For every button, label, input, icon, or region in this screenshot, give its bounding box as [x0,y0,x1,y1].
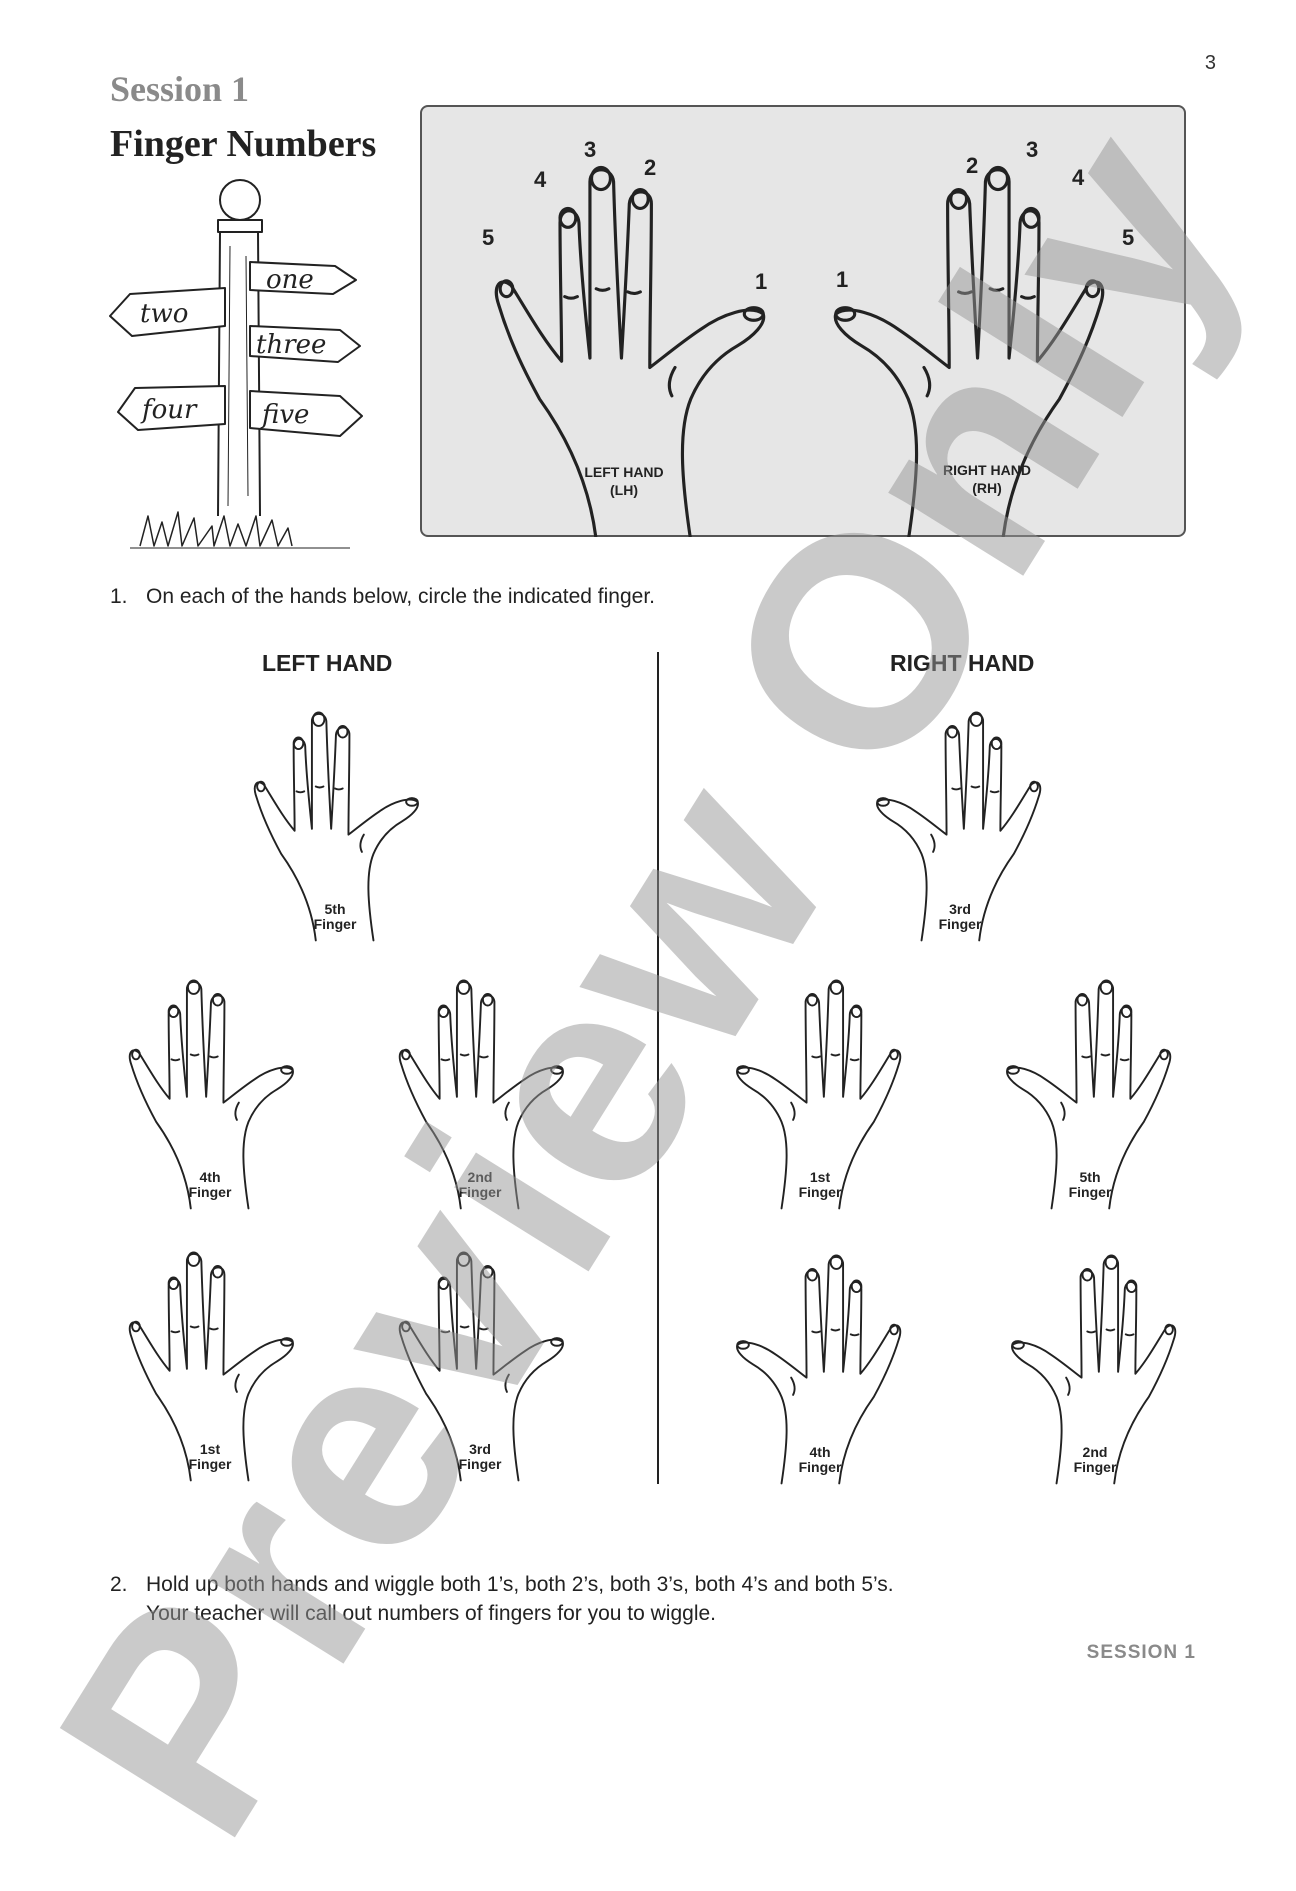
lh-finger-3-number: 3 [584,137,597,162]
page-number: 3 [1204,52,1216,74]
question-1: 1.On each of the hands below, circle the… [110,585,655,608]
rh-finger-3-number: 3 [1026,137,1039,162]
rh-finger-1-number: 1 [836,267,849,292]
left-hand-heading: LEFT HAND [262,650,393,676]
lh-finger-5-number: 5 [482,225,495,250]
lh-finger-4-number: 4 [534,167,547,192]
lh-finger-1-number: 1 [755,269,768,294]
sign-four: four [140,395,198,425]
sign-one: one [266,265,314,295]
footer-session-label: SESSION 1 [1086,1642,1196,1663]
column-divider [657,652,659,1484]
question-2: 2.Hold up both hands and wiggle both 1’s… [110,1573,894,1625]
signpost-illustration: one two three four five [109,179,363,549]
lh-finger-2-number: 2 [644,155,657,180]
reference-left-hand-label: LEFT HAND (LH) [584,464,664,498]
rh-finger-4-number: 4 [1072,165,1085,190]
rh-finger-5-number: 5 [1122,225,1135,250]
rh-finger-2-number: 2 [966,153,979,178]
sign-two: two [140,299,188,329]
reference-box: 5 4 3 2 1 LEFT HAND (LH) 1 2 3 4 5 RIGHT… [420,105,1186,537]
session-title: Session 1 [110,69,250,109]
page-title: Finger Numbers [110,123,377,165]
sign-three: three [256,330,326,360]
reference-right-hand-label: RIGHT HAND (RH) [943,462,1031,496]
right-hand-heading: RIGHT HAND [890,650,1035,676]
sign-five: five [260,400,309,430]
